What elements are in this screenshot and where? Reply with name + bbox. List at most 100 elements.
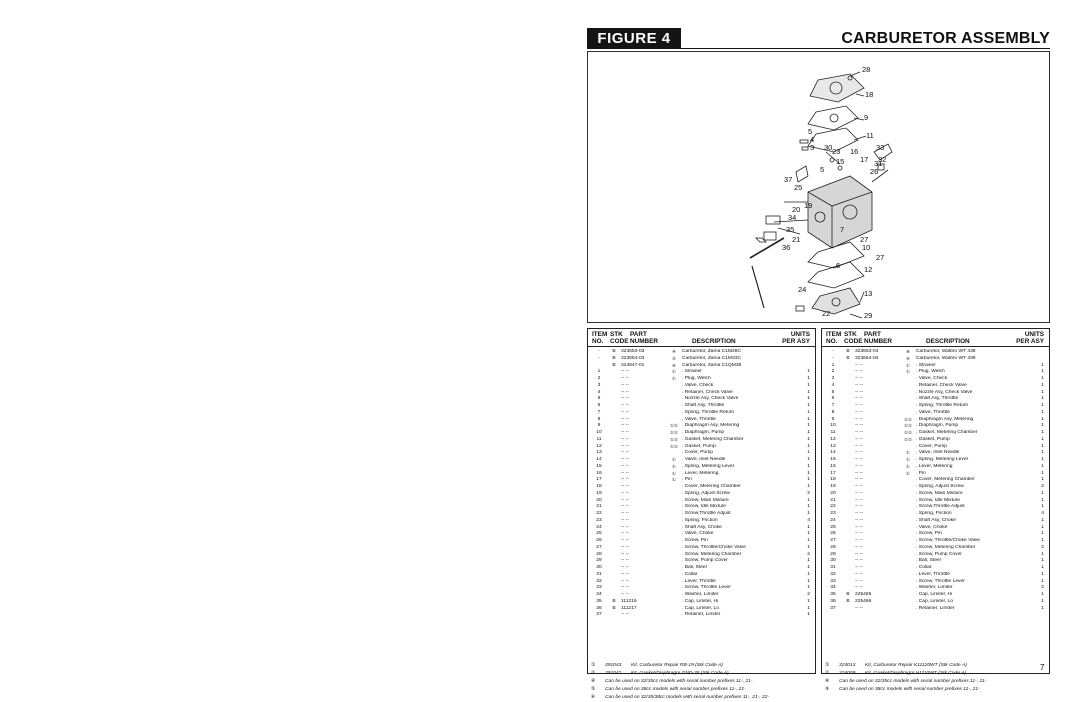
units-per-assembly: 1 (1041, 416, 1044, 422)
item-number: 1 (831, 362, 835, 368)
part-description: . Collar (916, 565, 932, 570)
part-description: . Spring, Adjust Screw (682, 490, 730, 496)
kit-marker: ① (906, 362, 910, 368)
stock-code: B (612, 349, 616, 354)
callout-label: 31 (874, 159, 882, 168)
col-item-label: ITEM (592, 331, 608, 338)
table-header: ITEM NO. STK CODE PART NUMBER DESCRIPTIO… (588, 329, 815, 347)
part-number: -- -- (621, 416, 629, 422)
units-per-assembly: 1 (1041, 592, 1044, 597)
part-number: -- -- (855, 544, 863, 550)
units-per-assembly: 1 (807, 409, 810, 415)
part-number: -- -- (855, 538, 863, 543)
part-description: . Valve, Choke (682, 531, 714, 537)
part-description: . Shaft Asy, Choke (682, 524, 722, 530)
units-per-assembly: 1 (807, 558, 810, 564)
part-description: . Retainer, Check Valve (682, 389, 733, 395)
part-number: 323653-03 (621, 349, 645, 354)
units-per-assembly: 1 (1041, 409, 1044, 415)
item-number: 21 (830, 497, 836, 503)
item-number: 22 (596, 511, 602, 516)
part-number: -- -- (621, 578, 629, 584)
units-per-assembly: 2 (807, 490, 810, 496)
part-number: -- -- (855, 565, 863, 570)
callout-label: 11 (866, 131, 874, 140)
callout-label: 7 (840, 225, 844, 234)
units-per-assembly: 1 (807, 457, 810, 462)
item-number: 16 (596, 470, 602, 476)
units-per-assembly: 2 (1041, 544, 1044, 550)
part-number: -- -- (621, 382, 629, 388)
callout-label: 13 (864, 289, 872, 298)
footnote-text: Can be used on 38cc models with serial n… (839, 687, 980, 692)
callout-label: 27 (860, 235, 868, 244)
item-number: 31 (830, 565, 836, 570)
callout-label: 23 (832, 147, 840, 156)
stock-code: B (612, 598, 616, 604)
units-per-assembly: 1 (1041, 538, 1044, 543)
units-per-assembly: 1 (807, 497, 810, 503)
part-description: . Shaft Asy, Choke (916, 517, 956, 523)
kit-marker: ①② (670, 423, 678, 429)
part-description: . Retainer, Limiter (916, 605, 955, 611)
item-number: 24 (830, 517, 836, 523)
units-per-assembly: 1 (1041, 396, 1044, 402)
footnote-marker: ① (825, 663, 830, 668)
item-number: 27 (830, 538, 836, 543)
part-number: -- -- (855, 436, 863, 442)
part-number: 323653-04 (855, 349, 879, 354)
item-number: 22 (830, 504, 836, 510)
part-description: Carburetor, Walbro WT 439 (916, 355, 976, 361)
footnote-part-number: 391043 (605, 663, 622, 668)
part-number: -- -- (621, 544, 629, 550)
part-number: -- -- (621, 409, 629, 415)
units-per-assembly: 1 (1041, 605, 1044, 611)
col-code-label: CODE (844, 338, 863, 345)
units-per-assembly: 1 (807, 524, 810, 530)
callout-label: 17 (860, 155, 868, 164)
item-number: - (832, 355, 834, 361)
item-number: 26 (830, 531, 836, 537)
units-per-assembly: 1 (807, 565, 810, 570)
item-number: 37 (830, 605, 836, 611)
part-description: . Valve, Check (682, 382, 714, 388)
part-number: -- -- (855, 477, 863, 483)
item-number: - (832, 349, 834, 354)
item-number: 12 (596, 443, 602, 449)
part-description: . Strainer (916, 362, 936, 368)
callout-label: 22 (822, 309, 830, 318)
item-number: 28 (830, 544, 836, 550)
part-number: 111217 (621, 605, 637, 611)
part-description: . Retainer, Check Valve (916, 382, 967, 388)
